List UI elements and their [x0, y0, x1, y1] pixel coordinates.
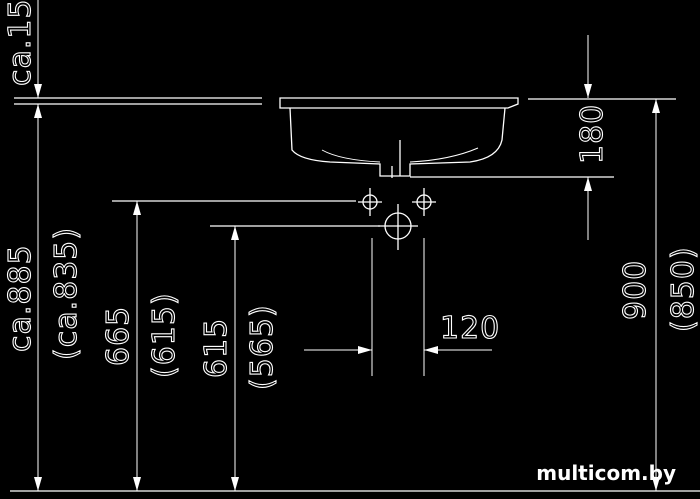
right-tap-symbol	[412, 188, 436, 216]
tap-height-alt-label: (615)	[147, 292, 182, 378]
drain-height-alt-label: (565)	[245, 304, 280, 390]
top-clearance-label: ca.15	[3, 0, 38, 86]
left-tap-symbol	[358, 188, 382, 216]
basin-depth-label: 180	[575, 104, 610, 164]
counter-height-label: 900	[618, 260, 653, 320]
tap-spacing-label: 120	[440, 311, 500, 346]
basin	[279, 97, 519, 178]
drain-height-label: 615	[199, 318, 234, 378]
drain-symbol	[378, 204, 418, 250]
tap-height-label: 665	[101, 306, 136, 366]
counter-height-alt-label: (850)	[666, 246, 700, 332]
watermark: multicom.by	[536, 461, 676, 485]
total-height-alt-label: (ca.835)	[49, 227, 84, 360]
total-height-label: ca.885	[3, 244, 38, 352]
